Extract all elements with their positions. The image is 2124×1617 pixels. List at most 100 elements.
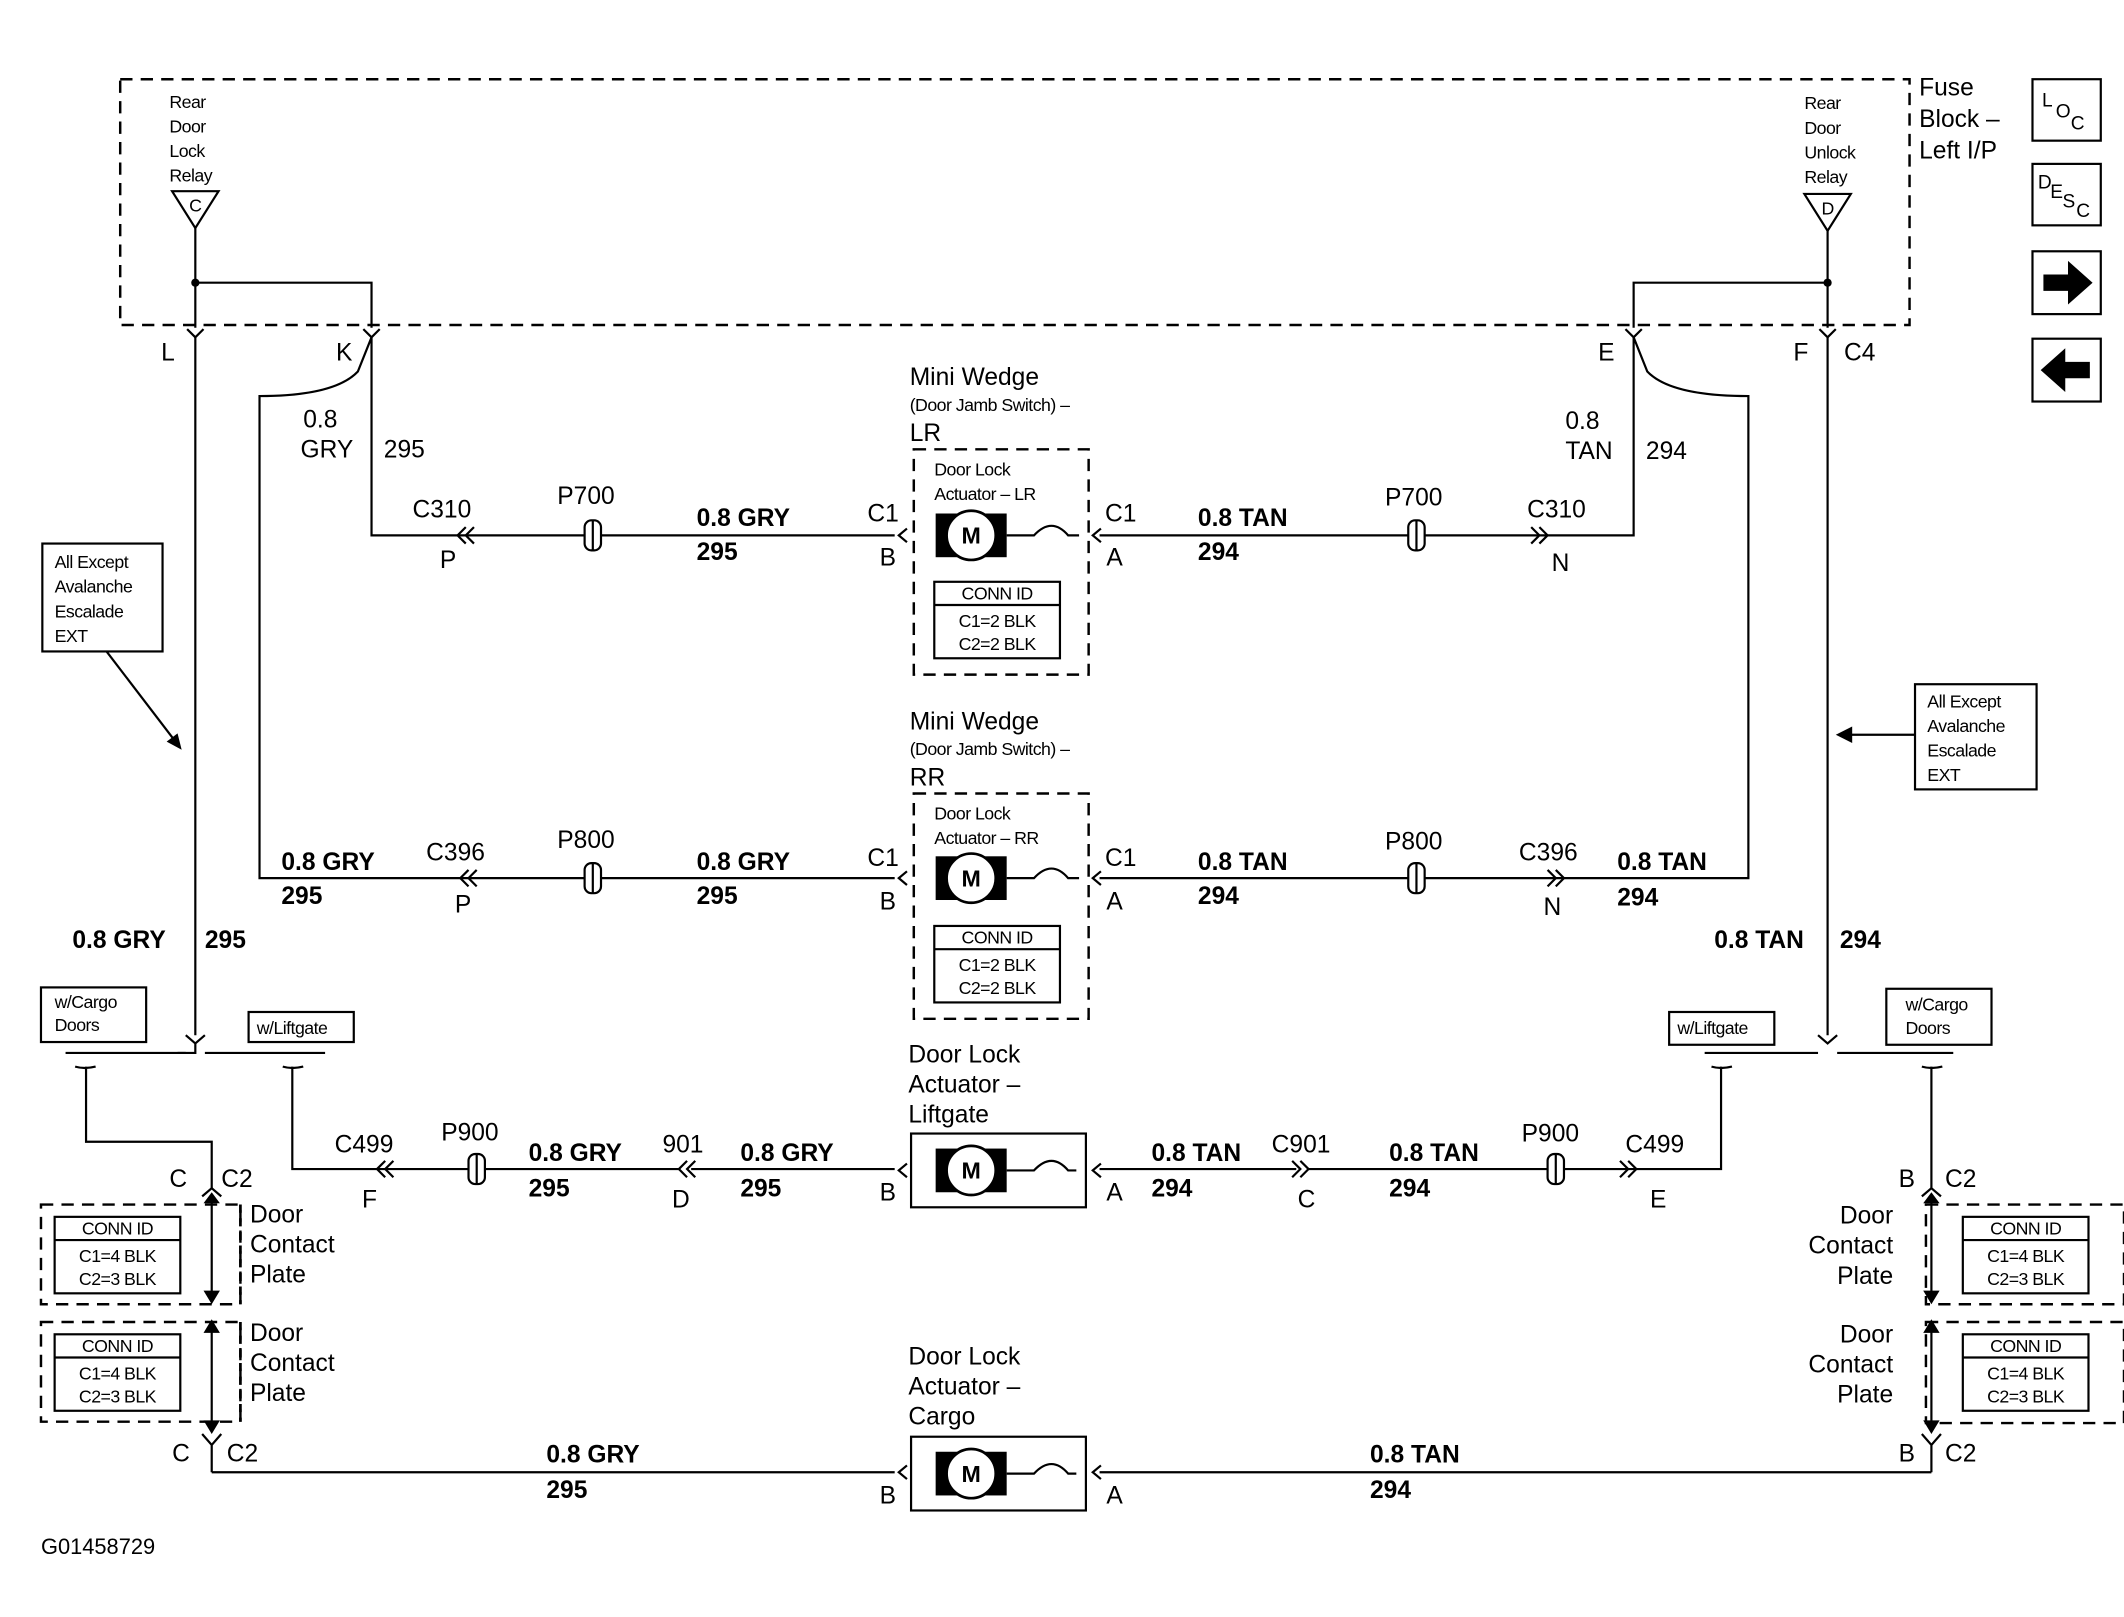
right-lower-conn-id-header: CONN ID — [1990, 1336, 2061, 1356]
left-arrow-icon — [2040, 348, 2090, 392]
liftgate-left-label: w/Liftgate — [256, 1018, 328, 1038]
liftgate-pin-b: B — [880, 1179, 896, 1206]
fuse-block-title-1: Fuse — [1919, 75, 1974, 102]
fuse-block-connector-marks — [186, 328, 1837, 339]
lr-conn-id-row-1: C1=2 BLK — [959, 611, 1037, 631]
rr-c1-left: C1 — [867, 845, 898, 872]
liftgate-mid-pin: D — [672, 1186, 690, 1213]
cargo-doors-left-line-2: Doors — [55, 1015, 100, 1035]
left-feed-circuit: 295 — [384, 437, 425, 464]
rr-conn-id-header: CONN ID — [962, 928, 1033, 948]
unlock-relay-line-1: Rear — [1804, 93, 1841, 113]
cargo-title-2: Actuator – — [908, 1373, 1020, 1400]
mini-wedge-rr: Mini Wedge (Door Jamb Switch) – RR Door … — [897, 708, 1102, 1021]
rr-c1-right: C1 — [1105, 845, 1136, 872]
liftgate-circuit-1: 295 — [529, 1175, 570, 1202]
liftgate-left-pin: F — [362, 1186, 377, 1213]
pin-k-label: K — [336, 340, 353, 367]
rr-subtitle: (Door Jamb Switch) – — [910, 739, 1070, 759]
right-lower-conn-id-row-1: C1=4 BLK — [1987, 1363, 2065, 1383]
liftgate-circuit-2: 295 — [740, 1175, 781, 1202]
fuse-block-title-3: Left I/P — [1919, 137, 1997, 164]
rr-pin-b: B — [880, 889, 896, 916]
cargo-right-circuit: 294 — [1370, 1477, 1411, 1504]
right-feed-color: TAN — [1565, 438, 1612, 465]
right-lower-label-2: Contact — [1808, 1352, 1893, 1379]
note-right: All Except Avalanche Escalade EXT — [1835, 683, 2038, 791]
left-lower-label-2: Contact — [250, 1350, 335, 1377]
rear-door-unlock-relay: Rear Door Unlock Relay D — [1802, 93, 1857, 233]
lr-right-pin: N — [1552, 550, 1570, 577]
next-button[interactable] — [2031, 250, 2102, 316]
left-feed-color: GRY — [301, 437, 354, 464]
note-right-arrow-icon — [1835, 726, 1853, 743]
rr-far-right-circuit: 294 — [1617, 884, 1658, 911]
left-upper-conn-id — [53, 1215, 182, 1295]
right-door-contact-plates: B C2 CONN ID C1=4 BLK C2=3 BLK Door Cont… — [1808, 1166, 2124, 1473]
left-door-contact-plates: C C2 CONN ID C1=4 BLK C2=3 BLK Door Cont… — [39, 1166, 335, 1473]
lr-pin-a: A — [1106, 544, 1123, 571]
loc-letter-c: C — [2071, 114, 2085, 135]
wire-network — [177, 336, 1932, 1474]
desc-letter-e: E — [2050, 182, 2063, 203]
rr-actuator-line-1: Door Lock — [934, 803, 1011, 823]
lr-subtitle: (Door Jamb Switch) – — [910, 395, 1070, 415]
right-lower-conn-id — [1961, 1333, 2090, 1412]
loc-button[interactable]: L O C — [2031, 78, 2102, 142]
cargo-title-3: Cargo — [908, 1403, 975, 1430]
note-right-line-3: Escalade — [1927, 741, 1996, 761]
liftgate-circuit-3: 294 — [1151, 1175, 1192, 1202]
rr-far-left-wire: 0.8 GRY — [281, 849, 374, 876]
rr-motor-icon — [934, 852, 1009, 905]
lr-left-splice: P700 — [557, 483, 614, 510]
unlock-relay-pin: D — [1821, 198, 1833, 218]
liftgate-right-label: w/Liftgate — [1676, 1018, 1748, 1038]
pin-e-label: E — [1598, 340, 1614, 367]
liftgate-actuator: Door Lock Actuator – Liftgate — [897, 1042, 1102, 1209]
liftgate-title-3: Liftgate — [908, 1102, 989, 1129]
cargo-right-c2: C2 — [1945, 1440, 1976, 1467]
cargo-doors-right-line-2: Doors — [1905, 1018, 1950, 1038]
lr-conn-id-header: CONN ID — [962, 584, 1033, 604]
cargo-right-pin: B — [1899, 1440, 1915, 1467]
cargo-actuator: Door Lock Actuator – Cargo — [897, 1343, 1102, 1512]
liftgate-row: C499 F P900 0.8 GRY 295 901 D 0.8 GRY 29… — [335, 1119, 1685, 1213]
lr-conn-id-row-2: C2=2 BLK — [959, 634, 1037, 654]
liftgate-option-left — [247, 1010, 355, 1044]
liftgate-left-connector: C499 — [335, 1132, 394, 1159]
lock-relay-line-3: Lock — [169, 141, 205, 161]
desc-button[interactable]: D E S C — [2031, 162, 2102, 227]
left-feed-gauge: 0.8 — [303, 406, 337, 433]
lr-left-wire: 0.8 GRY — [697, 505, 790, 532]
lr-right-wire: 0.8 TAN — [1198, 505, 1288, 532]
fuse-block-outline — [118, 77, 1911, 327]
cargo-left-circuit: 295 — [546, 1477, 587, 1504]
rr-title: Mini Wedge — [910, 708, 1039, 735]
connector-c4-label: C4 — [1844, 340, 1875, 367]
left-upper-conn-id-row-1: C1=4 BLK — [79, 1246, 157, 1266]
lr-c1-right: C1 — [1105, 501, 1136, 528]
rr-component-outline — [912, 792, 1090, 1021]
liftgate-wire-4: 0.8 TAN — [1389, 1140, 1479, 1167]
desc-letter-c: C — [2076, 201, 2090, 222]
rr-left-wire: 0.8 GRY — [697, 849, 790, 876]
lr-conn-id-table — [933, 580, 1062, 660]
right-lower-label-3: Plate — [1837, 1382, 1893, 1409]
lr-left-connector: C310 — [413, 497, 472, 524]
lr-actuator-line-1: Door Lock — [934, 459, 1011, 479]
right-upper-label-3: Plate — [1837, 1263, 1893, 1290]
desc-letter-s: S — [2063, 192, 2076, 213]
right-upper-pin-b: B — [1899, 1166, 1915, 1193]
rr-right-splice: P800 — [1385, 828, 1442, 855]
cargo-left-wire: 0.8 GRY — [546, 1442, 639, 1469]
rr-pin-a: A — [1106, 889, 1123, 916]
note-left-line-1: All Except — [55, 552, 129, 572]
prev-button[interactable] — [2031, 337, 2102, 403]
cargo-doors-option-left — [39, 986, 148, 1044]
rr-switch-icon — [1006, 867, 1080, 880]
figure-id: G01458729 — [41, 1534, 155, 1559]
note-right-line-2: Avalanche — [1927, 716, 2005, 736]
lr-component-outline — [912, 448, 1090, 676]
rr-conn-id-table — [933, 924, 1062, 1004]
right-upper-c2: C2 — [1945, 1166, 1976, 1193]
